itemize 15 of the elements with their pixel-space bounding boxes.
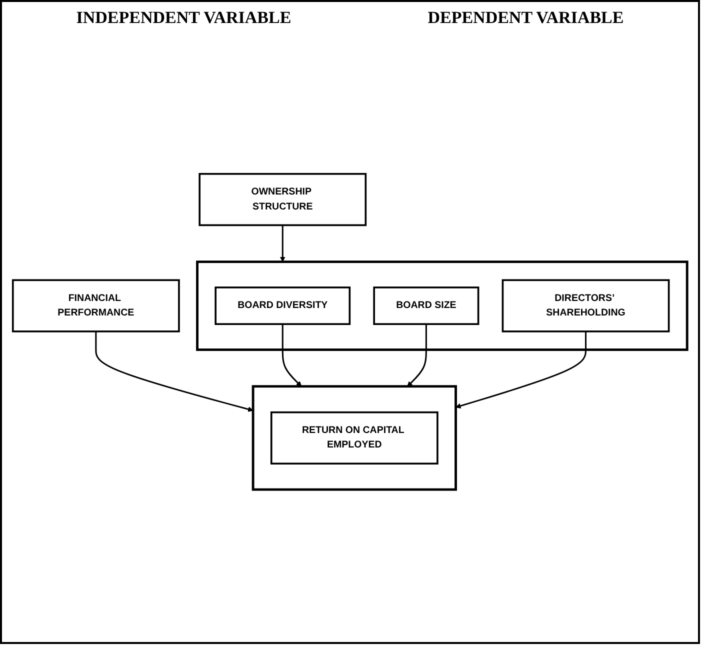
node-box: FINANCIAL PERFORMANCE [12,279,180,333]
node-box: RETURN ON CAPITAL EMPLOYED [270,412,438,465]
arrow [95,332,254,412]
cluster [252,385,457,492]
node-box: DIRECTORS’ SHAREHOLDING [502,279,670,333]
heading-label: INDEPENDENT VARIABLE [76,8,292,28]
arrow [407,324,427,387]
node-box: OWNERSHIP STRUCTURE [198,173,367,226]
node-box: BOARD SIZE [373,286,480,326]
arrow [280,225,286,262]
arrow [282,324,302,387]
heading-label: DEPENDENT VARIABLE [428,8,624,28]
cluster [196,260,688,352]
arrow [456,332,587,409]
node-box: BOARD DIVERSITY [214,286,351,326]
